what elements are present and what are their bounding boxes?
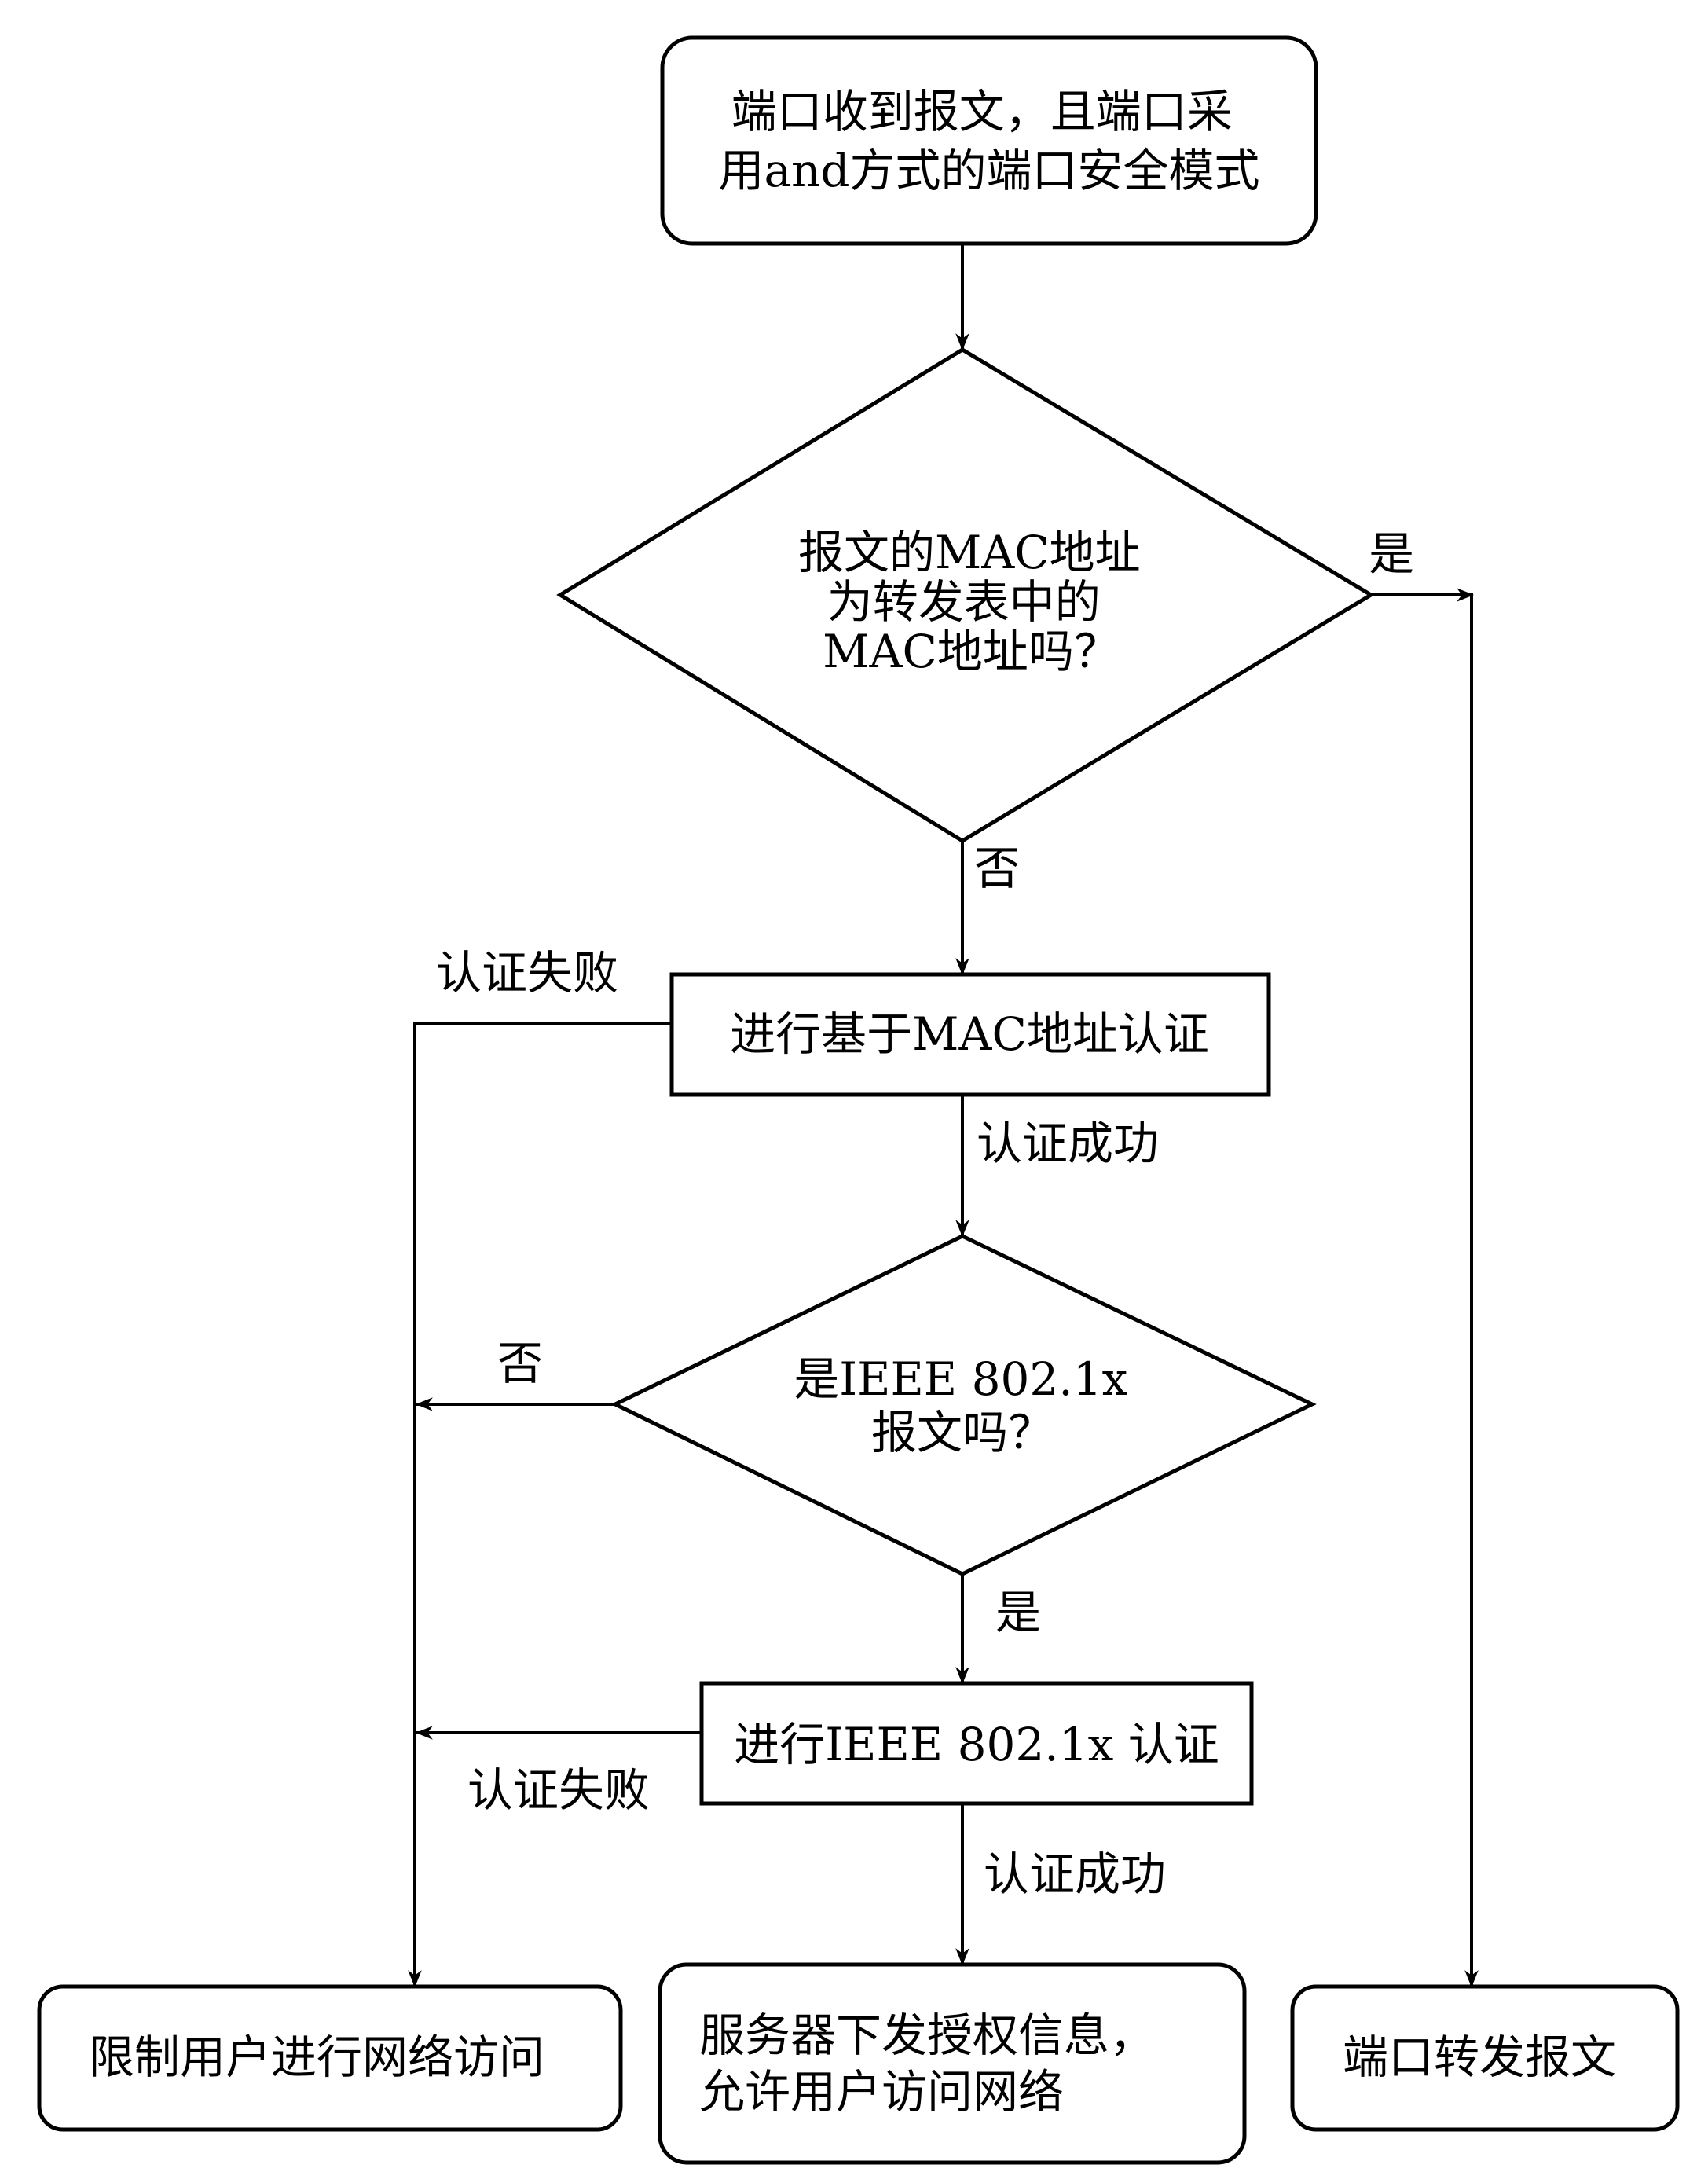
start-text-line-2: 用and方式的端口安全模式 — [718, 144, 1259, 197]
decision-mac-line-2: 为转发表中的 — [827, 575, 1101, 629]
auth-8021x-node — [699, 1681, 1254, 1806]
mac-auth-node — [669, 972, 1271, 1097]
decision-mac-line-1: 报文的MAC地址 — [798, 526, 1141, 579]
grant-text: 服务器下发授权信息， 允许用户访问网络 — [699, 2009, 1169, 2119]
restrict-text: 限制用户进行网络访问 — [89, 2031, 544, 2084]
mac-auth-text: 进行基于MAC地址认证 — [730, 1007, 1209, 1061]
decision-mac-text: 报文的MAC地址 为转发表中的 MAC地址吗？ — [798, 526, 1155, 678]
start-text: 端口收到报文，且端口采 用and方式的端口安全模式 — [718, 85, 1259, 197]
auth-8021x-text: 进行IEEE 802.1x 认证 — [734, 1718, 1219, 1771]
forward-node — [1290, 1984, 1680, 2132]
label-mac-yes: 是 — [1369, 527, 1414, 581]
label-8021x-auth-success: 认证成功 — [984, 1847, 1166, 1901]
grant-line-1: 服务器下发授权信息， — [699, 2009, 1155, 2062]
decision-8021x-line-2: 报文吗？ — [871, 1406, 1054, 1459]
grant-line-2: 允许用户访问网络 — [699, 2065, 1064, 2119]
forward-text: 端口转发报文 — [1343, 2031, 1616, 2084]
start-node — [660, 35, 1318, 246]
label-mac-no: 否 — [974, 842, 1020, 895]
line-mac-auth-fail — [408, 1022, 672, 1988]
grant-node — [658, 1962, 1247, 2165]
decision-8021x-line-1: 是IEEE 802.1x — [794, 1352, 1127, 1406]
label-8021x-no: 否 — [497, 1337, 543, 1390]
start-text-line-1: 端口收到报文，且端口采 — [731, 85, 1233, 138]
label-mac-auth-success: 认证成功 — [977, 1117, 1159, 1170]
label-8021x-yes: 是 — [995, 1586, 1041, 1639]
restrict-node — [37, 1984, 623, 2132]
label-mac-auth-fail: 认证失败 — [436, 946, 618, 1000]
decision-8021x-text: 是IEEE 802.1x 报文吗？ — [794, 1352, 1142, 1459]
label-8021x-auth-fail: 认证失败 — [467, 1763, 650, 1817]
decision-mac-line-3: MAC地址吗？ — [823, 625, 1120, 678]
